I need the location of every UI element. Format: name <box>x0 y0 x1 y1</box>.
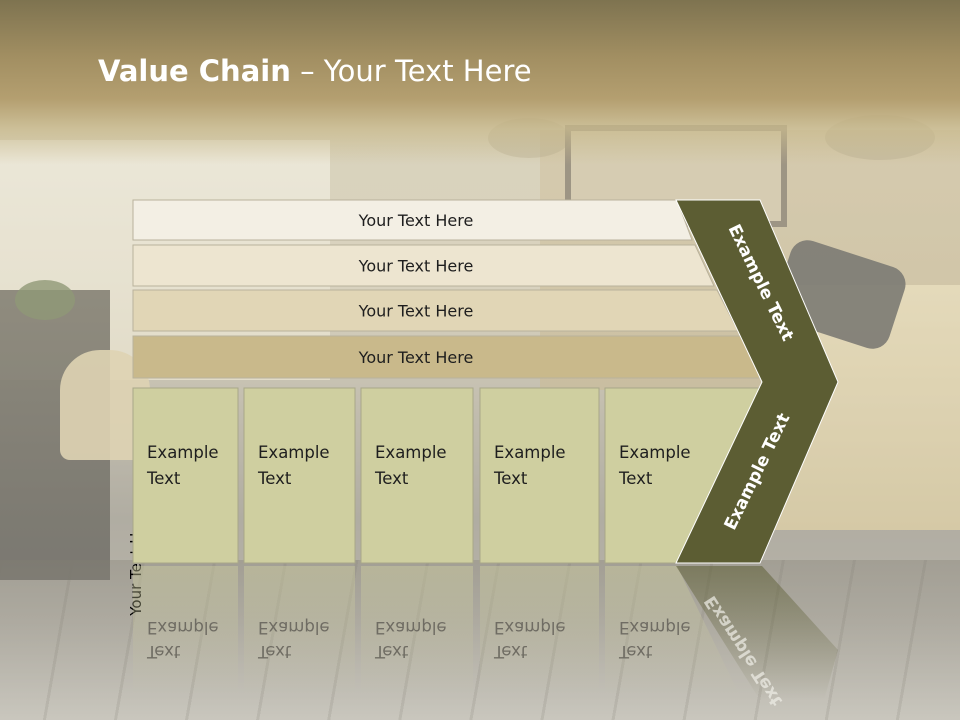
activity-box-label-line1: Example <box>375 443 447 462</box>
chevron-arrow[interactable] <box>675 199 839 564</box>
activity-row-label: Your Text Here <box>358 348 474 367</box>
activity-row-label: Your Text Here <box>358 302 474 321</box>
activity-box-label-line2: Text <box>493 469 528 488</box>
reflection-label-line1: Example <box>494 618 566 637</box>
title-bold: Value Chain <box>98 54 291 88</box>
activity-box-shape <box>360 387 474 564</box>
activity-box-reflection <box>244 566 355 696</box>
activity-box-label-line1: Example <box>258 443 330 462</box>
activity-row[interactable]: Your Text Here <box>132 244 715 287</box>
reflection-label-line2: Text <box>374 642 409 661</box>
activity-box-label-line2: Text <box>257 469 292 488</box>
activity-row[interactable]: Your Text Here <box>132 335 763 379</box>
bg-plant <box>15 280 75 320</box>
activity-box-shape <box>479 387 600 564</box>
activity-row-label: Your Text Here <box>358 257 474 276</box>
reflection-label-line2: Text <box>618 642 653 661</box>
slide-title[interactable]: Value Chain – Your Text Here <box>98 54 532 88</box>
activity-row-shape <box>132 244 715 287</box>
activity-box-reflection <box>605 566 740 696</box>
activity-box-shape <box>243 387 356 564</box>
activity-box-reflection <box>361 566 473 696</box>
title-rest: – Your Text Here <box>290 54 532 88</box>
activity-row-label: Your Text Here <box>358 211 474 230</box>
activity-box-label-line1: Example <box>619 443 691 462</box>
reflection-label-line1: Example <box>258 618 330 637</box>
reflection-label-line1: Example <box>619 618 691 637</box>
reflection-label-line1: Example <box>147 618 219 637</box>
reflection-label-line2: Text <box>493 642 528 661</box>
reflection-label-line2: Text <box>257 642 292 661</box>
activity-box-reflection <box>133 566 238 696</box>
activity-row[interactable]: Your Text Here <box>132 289 739 332</box>
activity-box-reflection <box>480 566 599 696</box>
activity-box-shape <box>132 387 239 564</box>
title-band <box>0 0 960 165</box>
activity-boxes: ExampleTextExampleTextExampleTextExample… <box>132 387 761 564</box>
activity-box-label-line2: Text <box>146 469 181 488</box>
activity-row-shape <box>132 199 693 241</box>
activity-box-label-line1: Example <box>147 443 219 462</box>
activity-box-label-line1: Example <box>494 443 566 462</box>
reflection-label-line1: Example <box>375 618 447 637</box>
reflection-label-line2: Text <box>146 642 181 661</box>
activity-box-label-line2: Text <box>374 469 409 488</box>
activity-box-label-line2: Text <box>618 469 653 488</box>
reflection-arrow <box>676 566 838 700</box>
activity-row[interactable]: Your Text Here <box>132 199 693 241</box>
